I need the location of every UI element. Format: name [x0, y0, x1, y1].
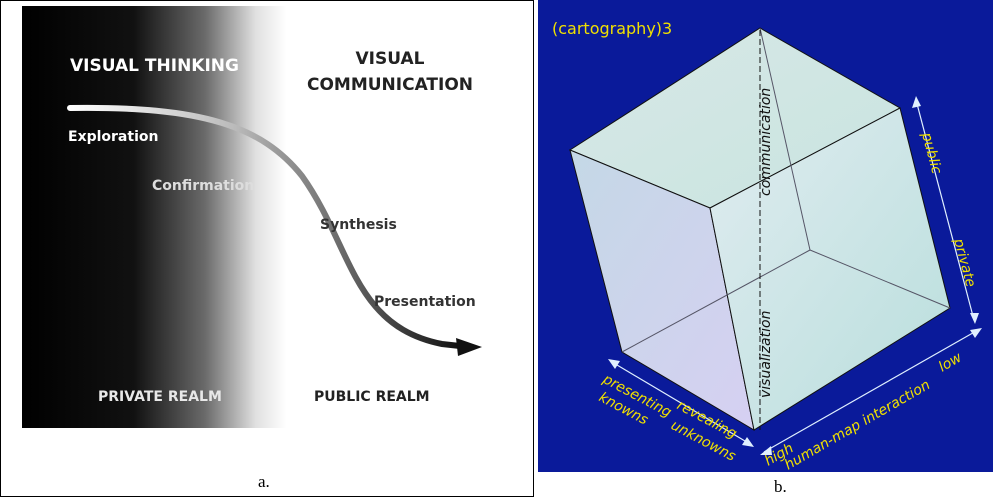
cube-hidden-edge — [809, 249, 951, 309]
footer-private-realm: PRIVATE REALM — [98, 389, 222, 405]
stage-presentation: Presentation — [374, 294, 476, 310]
stage-synthesis: Synthesis — [320, 217, 397, 233]
heading-visual-thinking: VISUAL THINKING — [70, 56, 239, 76]
label-visualization: visualization — [758, 311, 774, 398]
arrow-presenting-revealing — [611, 361, 751, 445]
figure-b-diagram: (cartography)3 communication visualizati… — [538, 0, 993, 472]
heading-visual: VISUAL — [356, 49, 425, 69]
arrow-head-icon — [456, 338, 482, 356]
footer-public-realm: PUBLIC REALM — [314, 389, 430, 405]
arrow-public-private — [915, 99, 975, 321]
caption-a: a. — [258, 472, 270, 491]
figure-a-diagram: VISUAL THINKING VISUAL COMMUNICATION Exp… — [22, 6, 530, 428]
caption-b: b. — [774, 477, 787, 496]
progress-curve — [67, 104, 463, 349]
arrow-up-icon — [912, 96, 921, 108]
stage-confirmation: Confirmation — [152, 178, 254, 194]
cube-hidden-edge — [759, 27, 811, 251]
heading-communication: COMMUNICATION — [307, 75, 473, 95]
cube-hidden-edge — [621, 249, 811, 353]
realm-gradient — [22, 6, 530, 428]
arrow-downright-icon — [742, 437, 754, 447]
arrow-left-icon — [760, 446, 772, 455]
label-communication: communication — [758, 88, 774, 196]
arrow-upleft-icon — [608, 359, 620, 369]
stage-exploration: Exploration — [68, 129, 158, 145]
arrow-right-icon — [970, 328, 982, 338]
arrow-low-high — [763, 329, 979, 453]
title-cartography: (cartography)3 — [552, 19, 672, 38]
arrow-down-icon — [970, 313, 979, 324]
